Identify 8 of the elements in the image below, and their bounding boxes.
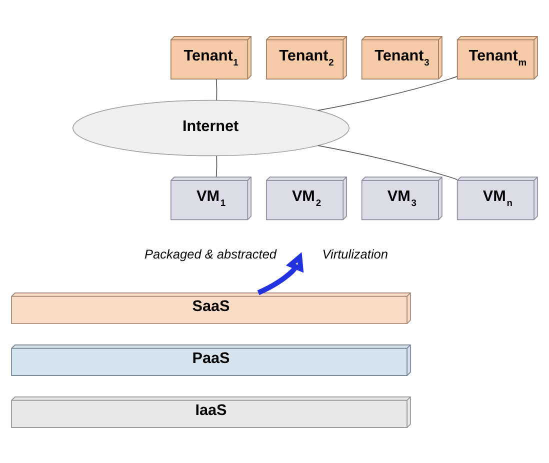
label: Packaged & abstracted	[144, 246, 277, 261]
connector	[318, 76, 458, 110]
connector	[318, 144, 458, 180]
connector	[216, 78, 218, 100]
connector	[216, 155, 218, 177]
node-ellipse: Internet	[72, 99, 350, 156]
arrow	[257, 252, 304, 295]
label: Virtulization	[322, 246, 388, 261]
